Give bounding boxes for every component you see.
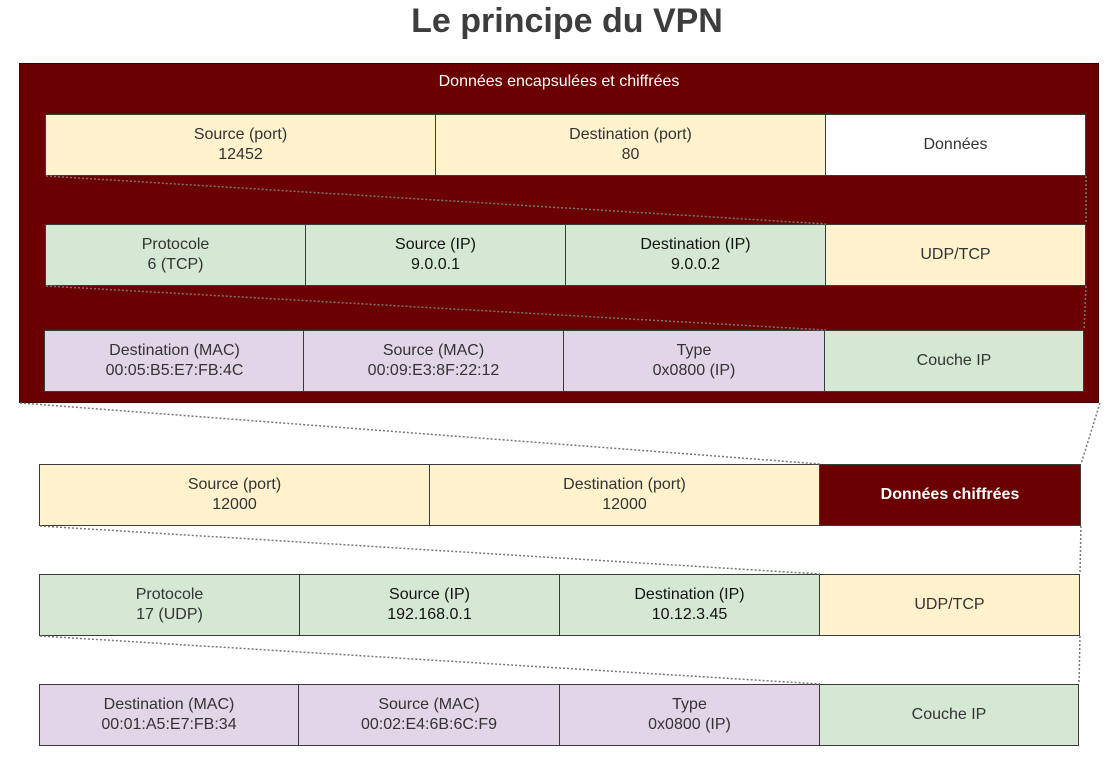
outer-connector-line — [39, 635, 821, 685]
outer-transport-destination-value: 12000 — [602, 496, 647, 513]
inner-ip-destination: Destination (IP) 9.0.0.2 — [565, 224, 826, 286]
outer-connector-line — [39, 525, 821, 575]
inner-transport-source-label: Source (port) — [193, 126, 288, 143]
outer-ip-protocol: Protocole 17 (UDP) — [39, 574, 300, 636]
outer-ip-destination-value: 10.12.3.45 — [651, 606, 728, 623]
outer-ethernet-destination-label: Destination (MAC) — [103, 696, 235, 713]
outer-ip-source-value: 192.168.0.1 — [387, 606, 472, 623]
encrypted-packet-label: Données encapsulées et chiffrées — [438, 73, 680, 90]
outer-transport-payload-label: Données chiffrées — [880, 486, 1020, 503]
outer-ip-source: Source (IP) 192.168.0.1 — [299, 574, 560, 636]
inner-ethernet-type-value: 0x0800 (IP) — [652, 362, 736, 379]
inner-ethernet-type-label: Type — [676, 342, 712, 359]
outer-connector-line — [1079, 525, 1082, 575]
inner-transport-source-value: 12452 — [218, 146, 263, 163]
inner-ip-payload: UDP/TCP — [825, 224, 1086, 286]
outer-connector-line — [1078, 635, 1081, 685]
inner-ethernet-destination-value: 00:05:B5:E7:FB:4C — [105, 362, 244, 379]
outer-ip-protocol-value: 17 (UDP) — [136, 606, 203, 623]
outer-ethernet-destination: Destination (MAC) 00:01:A5:E7:FB:34 — [39, 684, 299, 746]
outer-ethernet-source-label: Source (MAC) — [378, 696, 480, 713]
inner-transport-payload-label: Données — [923, 136, 988, 153]
outer-ethernet-type-value: 0x0800 (IP) — [648, 716, 731, 733]
frame-connector-line — [19, 402, 821, 465]
diagram-title: Le principe du VPN — [411, 2, 723, 40]
inner-ip-protocol: Protocole 6 (TCP) — [45, 224, 306, 286]
outer-transport-payload: Données chiffrées — [819, 464, 1081, 526]
outer-ip-destination-label: Destination (IP) — [634, 586, 745, 603]
inner-ip-protocol-label: Protocole — [141, 236, 210, 253]
outer-ethernet-type-label: Type — [672, 696, 707, 713]
outer-ip-protocol-label: Protocole — [135, 586, 204, 603]
inner-ethernet-destination-label: Destination (MAC) — [109, 342, 240, 359]
outer-transport-source-label: Source (port) — [187, 476, 282, 493]
inner-ip-source-value: 9.0.0.1 — [411, 256, 460, 273]
outer-transport-source-value: 12000 — [212, 496, 257, 513]
inner-ethernet-destination: Destination (MAC) 00:05:B5:E7:FB:4C — [44, 330, 305, 392]
outer-ethernet-destination-value: 00:01:A5:E7:FB:34 — [101, 716, 237, 733]
outer-transport-source: Source (port) 12000 — [39, 464, 430, 526]
inner-ip-source-label: Source (IP) — [395, 236, 476, 253]
outer-transport-destination: Destination (port) 12000 — [429, 464, 820, 526]
inner-ip-protocol-value: 6 (TCP) — [147, 256, 204, 273]
inner-ip-destination-label: Destination (IP) — [640, 236, 751, 253]
outer-transport-destination-label: Destination (port) — [563, 476, 686, 493]
inner-ethernet-source: Source (MAC) 00:09:E3:8F:22:12 — [303, 330, 564, 392]
inner-ip-source: Source (IP) 9.0.0.1 — [305, 224, 566, 286]
outer-ethernet-source: Source (MAC) 00:02:E4:6B:6C:F9 — [298, 684, 560, 746]
outer-ethernet-type: Type 0x0800 (IP) — [559, 684, 820, 746]
outer-ethernet-payload: Couche IP — [819, 684, 1079, 746]
inner-ip-payload-label: UDP/TCP — [920, 246, 991, 263]
outer-ethernet-source-value: 00:02:E4:6B:6C:F9 — [360, 716, 498, 733]
outer-ip-source-label: Source (IP) — [389, 586, 470, 603]
inner-transport-destination: Destination (port) 80 — [435, 114, 826, 176]
inner-ethernet-payload-label: Couche IP — [916, 352, 992, 369]
inner-transport-source: Source (port) 12452 — [45, 114, 436, 176]
inner-ethernet-type: Type 0x0800 (IP) — [563, 330, 825, 392]
inner-transport-destination-value: 80 — [621, 146, 640, 163]
frame-connector-line — [1080, 402, 1101, 465]
inner-ethernet-source-value: 00:09:E3:8F:22:12 — [367, 362, 500, 379]
outer-ethernet-payload-label: Couche IP — [911, 706, 987, 723]
outer-ip-payload: UDP/TCP — [819, 574, 1080, 636]
inner-transport-payload: Données — [825, 114, 1086, 176]
inner-ethernet-source-label: Source (MAC) — [382, 342, 485, 359]
outer-ip-payload-label: UDP/TCP — [914, 596, 985, 613]
inner-ethernet-payload: Couche IP — [824, 330, 1084, 392]
outer-ip-destination: Destination (IP) 10.12.3.45 — [559, 574, 820, 636]
inner-ip-destination-value: 9.0.0.2 — [671, 256, 720, 273]
inner-transport-destination-label: Destination (port) — [569, 126, 692, 143]
